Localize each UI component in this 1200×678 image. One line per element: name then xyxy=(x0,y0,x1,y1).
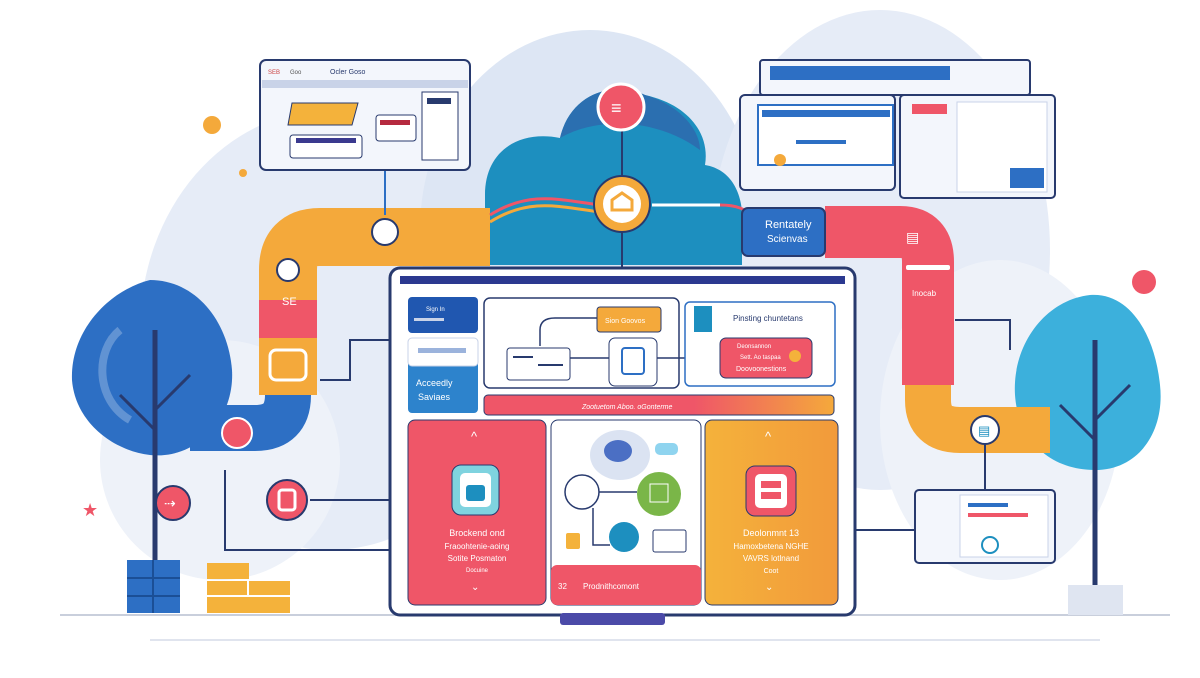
right-tree xyxy=(1014,294,1161,615)
development-card-line1: Deolonmnt 13 xyxy=(743,528,799,538)
deployment-count: 32 xyxy=(558,582,567,591)
panel-title: Pinsting chuntetans xyxy=(733,314,803,323)
alert-line2: Sett. Ao taspaa xyxy=(740,355,781,361)
decor-dot xyxy=(239,169,247,177)
left-box-stack xyxy=(127,560,290,613)
storage-node-icon[interactable] xyxy=(970,415,1000,445)
settings-node-icon[interactable] xyxy=(276,258,300,282)
right-banner-line1: Rentately xyxy=(765,219,812,231)
backend-card-line4: Docuine xyxy=(466,568,489,574)
right-banner xyxy=(741,207,826,257)
monitor: Sign In Acceedly Saviaes Sion Goovos Pin… xyxy=(388,266,857,625)
arrow-glyph: ⇢ xyxy=(164,495,176,511)
status-banner[interactable] xyxy=(483,394,835,416)
backend-card-line2: Fraoohtenie-aoing xyxy=(445,542,510,551)
storage-glyph: ▤ xyxy=(978,423,990,438)
top-right-windows xyxy=(739,59,1056,199)
development-card-line2: Hamoxbetena NGHE xyxy=(733,542,808,551)
file-node-icon[interactable] xyxy=(266,479,308,521)
development-card-line3: VAVRS lotlnand xyxy=(743,554,799,563)
sync-node-icon[interactable] xyxy=(371,218,399,246)
star-icon: ★ xyxy=(82,500,98,520)
top-left-window: SEB Goo Ocler Goso xyxy=(259,59,471,171)
window-tag: SEB xyxy=(268,70,280,76)
left-pipe-label: SE xyxy=(282,296,297,308)
deployment-label: Prodnithcomont xyxy=(583,582,640,591)
banner-text: Zootuetom Aboo. oGonterme xyxy=(581,404,673,411)
chevron-down-icon: ⌄ xyxy=(471,582,479,593)
alert-line3: Doovoonestions xyxy=(736,366,787,373)
sidebar-label-line1: Acceedly xyxy=(416,378,453,388)
window-subtag: Goo xyxy=(290,70,302,76)
chevron-down-icon: ⌄ xyxy=(765,582,773,593)
window-title: Ocler Goso xyxy=(330,69,366,76)
right-pipe-label: Inocab xyxy=(912,289,937,298)
pipe-slot xyxy=(906,265,950,270)
gateway-label: Sion Goovos xyxy=(605,318,646,325)
cloud-node-icon[interactable] xyxy=(268,348,308,382)
bottom-right-window xyxy=(914,489,1056,564)
chevron-up-icon: ^ xyxy=(471,429,478,444)
server-node-icon[interactable] xyxy=(221,417,253,449)
decor-dot xyxy=(1132,270,1156,294)
backend-card-line1: Brockend ond xyxy=(449,528,505,538)
database-glyph: ≡ xyxy=(611,98,622,118)
node-circles[interactable]: ≡ ⇢ ▤ xyxy=(155,82,1000,521)
sidebar-label-line2: Saviaes xyxy=(418,392,451,402)
gateway-button[interactable] xyxy=(596,306,662,333)
backend-card-line3: Sotite Posmaton xyxy=(448,554,507,563)
development-card-line4: Coot xyxy=(764,568,779,575)
chevron-up-icon: ^ xyxy=(765,429,772,444)
sign-in-title: Sign In xyxy=(426,307,445,313)
decor-dot xyxy=(203,116,221,134)
right-banner-line2: Scienvas xyxy=(767,234,808,245)
sign-in-panel[interactable] xyxy=(408,297,478,333)
alert-card[interactable] xyxy=(719,337,813,379)
alert-line1: Deonsannon xyxy=(737,344,771,350)
document-icon: ▤ xyxy=(906,229,919,245)
database-node-icon[interactable] xyxy=(596,82,646,132)
arrow-node-icon[interactable] xyxy=(155,485,191,521)
